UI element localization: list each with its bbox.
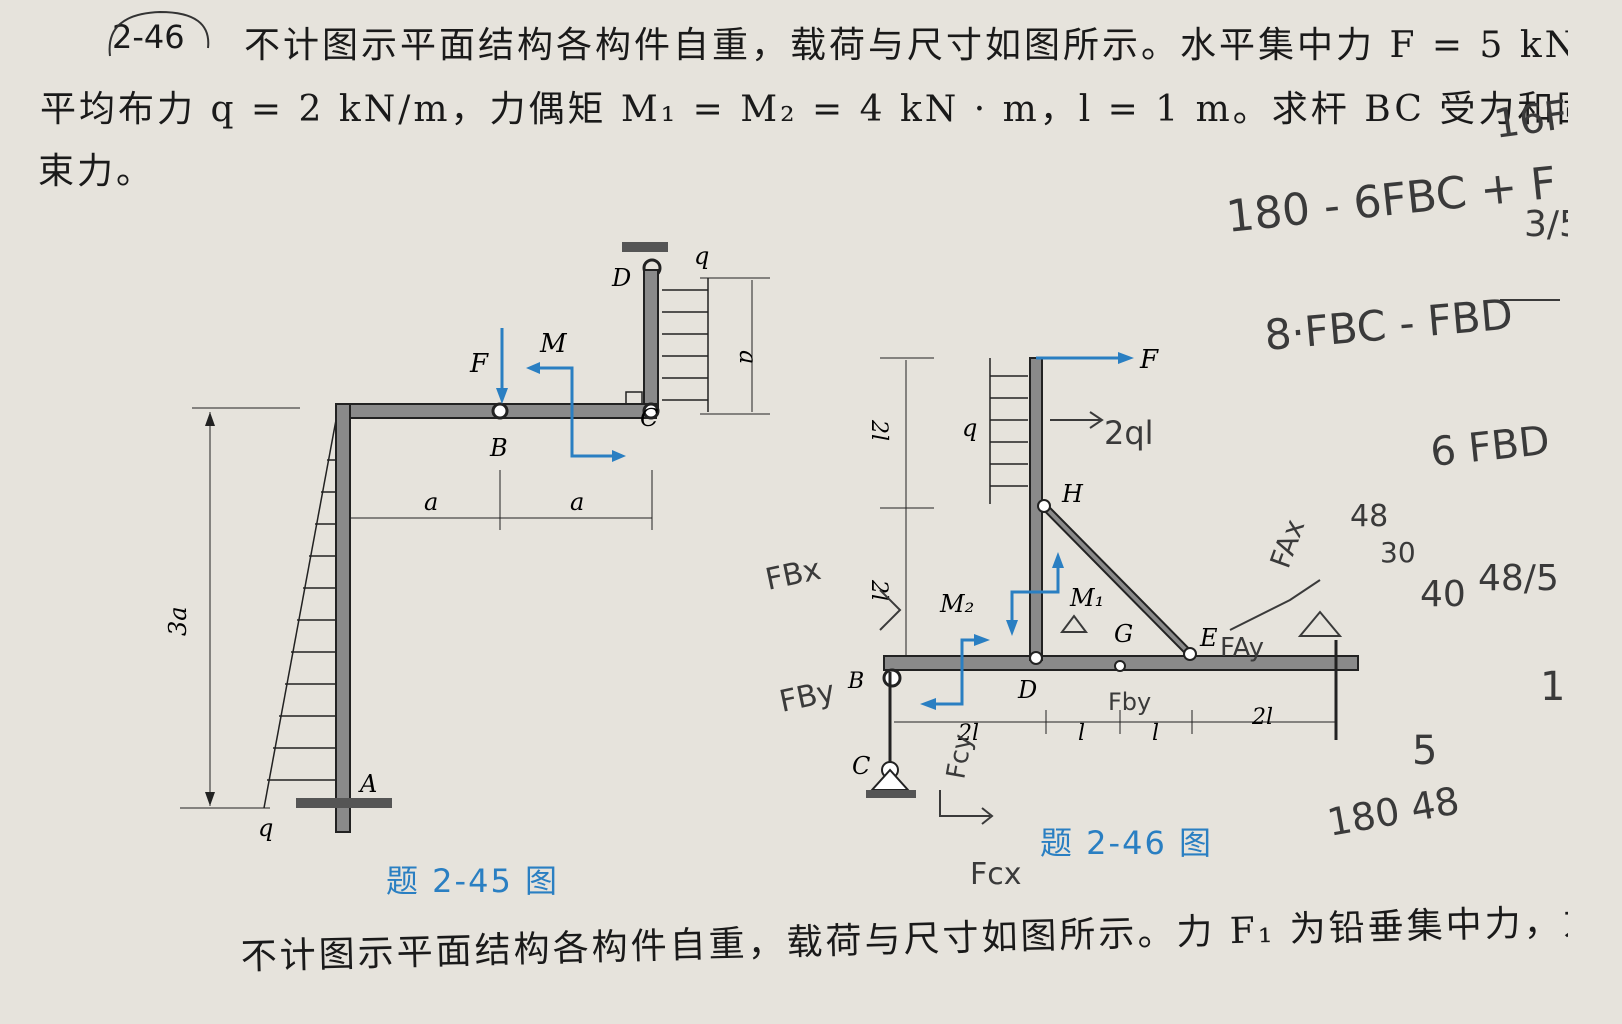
fig246-label-l-1: l	[1078, 721, 1085, 746]
note-equation-1: 180 - 6FBC + F	[1224, 158, 1559, 243]
fig246-label-q: q	[962, 414, 977, 442]
fig246-label-H: H	[1061, 480, 1084, 508]
note-FAx: FAx	[1264, 515, 1312, 573]
fig245-label-C: C	[640, 404, 658, 432]
note-Fby: Fby	[1108, 688, 1151, 716]
note-30: 30	[1380, 536, 1416, 569]
note-5: 5	[1412, 728, 1437, 774]
note-Fcx: Fcx	[970, 857, 1022, 892]
note-48-over-5: 48/5	[1478, 558, 1559, 599]
note-3-over-5: 3/5	[1524, 204, 1568, 245]
fig246-label-l-2: l	[1152, 721, 1159, 746]
note-equation-2: 8·FBC - FBD	[1263, 289, 1515, 359]
fig245-label-F: F	[469, 349, 489, 379]
note-2ql: 2ql	[1104, 414, 1154, 452]
fig246-label-E: E	[1199, 624, 1218, 652]
note-180-48: 180 48	[1324, 778, 1463, 844]
note-6FBD: 6 FBD	[1428, 418, 1552, 476]
note-FBx: FBx	[762, 552, 824, 598]
problem-line-3: 束力。	[38, 151, 156, 192]
fig246-label-M2: M₂	[939, 590, 974, 618]
fig245-label-a-vertical: a	[734, 350, 762, 364]
fig246-label-G: G	[1114, 620, 1133, 648]
problem-line-2: 平均布力 q = 2 kN/m，力偶矩 M₁ = M₂ = 4 kN · m，l…	[40, 89, 1568, 130]
figure-2-46-caption: 题 2-46 图	[1040, 824, 1213, 862]
fig245-label-a-left: a	[424, 488, 438, 516]
fig246-label-2l-top: 2l	[866, 419, 891, 441]
fig246-label-D: D	[1017, 676, 1037, 704]
note-FAy: FAy	[1220, 633, 1264, 663]
note-16F: 16F	[1491, 92, 1568, 148]
note-48: 48	[1350, 499, 1388, 534]
textbook-page: 2-46 不计图示平面结构各构件自重，载荷与尺寸如图所示。水平集中力 F = 5…	[38, 10, 1568, 978]
fig246-label-M1: M₁	[1069, 584, 1104, 612]
problem-number: 2-46	[112, 18, 185, 56]
fig246-label-2l-left: 2l	[957, 721, 979, 746]
fig245-label-B: B	[489, 434, 508, 462]
problem-number-circle	[108, 10, 210, 57]
fig245-label-D: D	[611, 264, 631, 292]
note-40: 40	[1420, 574, 1466, 615]
note-FBy: FBy	[776, 674, 838, 720]
fig245-label-M: M	[539, 329, 568, 359]
handwritten-notes: 16F 180 - 6FBC + F 8·FBC - FBD 6 FBD 48 …	[762, 92, 1568, 892]
fig246-label-2l-right: 2l	[1251, 705, 1273, 730]
fig245-label-a-right: a	[570, 488, 584, 516]
problem-line-1: 不计图示平面结构各构件自重，载荷与尺寸如图所示。水平集中力 F = 5 kN，水	[244, 25, 1568, 66]
fig245-label-A: A	[358, 770, 377, 798]
fig246-label-C: C	[852, 752, 870, 780]
figure-2-46-drawing: F q H M₁ M₂ G E B C D 2l 2l 2l l l 2l	[847, 345, 1359, 798]
note-19: 19	[1540, 664, 1568, 710]
fig245-label-3a: 3a	[164, 606, 192, 636]
fig246-label-F: F	[1139, 345, 1159, 375]
figure-2-45-caption: 题 2-45 图	[386, 862, 559, 900]
fig246-label-B: B	[847, 669, 864, 694]
figure-2-45-drawing: F M B C D A q q a a a 3a	[164, 242, 770, 842]
fig245-label-q-bottom: q	[258, 814, 273, 842]
fig245-label-q-top: q	[694, 242, 709, 270]
note-Fcy: Fcy	[941, 732, 978, 781]
